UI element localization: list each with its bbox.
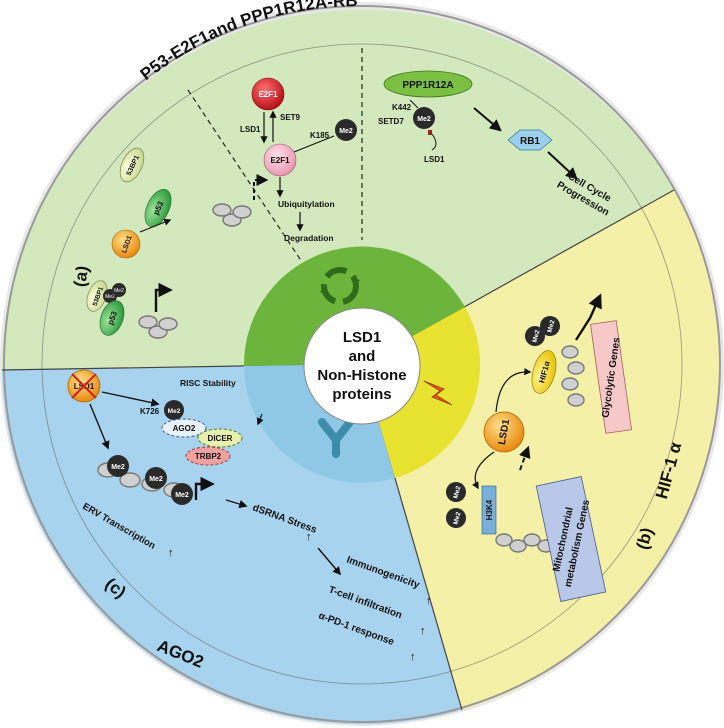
trbp2-label: TRBP2 — [195, 452, 222, 461]
erv-me2-b-label: Me2 — [149, 476, 163, 483]
e2f1-ubiquitylation: Ubiquitylation — [278, 199, 335, 209]
erv-up: ↑ — [168, 547, 174, 559]
e2f1-top-label: E2F1 — [258, 90, 278, 99]
ago2-lsd1-cross-b — [71, 373, 97, 399]
inner-ring — [41, 43, 683, 685]
outer-ring — [3, 5, 721, 723]
hif-me2-c-label: Me2 — [452, 485, 462, 499]
risc-label: RISC Stability — [180, 378, 236, 388]
erv-me2-b — [145, 467, 167, 489]
hif-me2-d — [446, 508, 466, 528]
h3k4-label: H3K4 — [485, 499, 494, 520]
e2f1-set9-label: SET9 — [280, 113, 301, 122]
e2f1-lsd1-label: LSD1 — [240, 125, 261, 134]
mito-box — [535, 476, 607, 602]
e2f1-me2-ball — [335, 119, 357, 141]
panel-b-label: (b) — [633, 526, 657, 552]
hif-lsd1-label: LSD1 — [497, 418, 512, 446]
e2f1-me2-label: Me2 — [339, 128, 353, 135]
p53-me2-a-label: Me2 — [105, 294, 115, 300]
center-text-3: Non-Histone — [317, 367, 406, 384]
rb-me2-ball — [413, 107, 435, 129]
pd1-up: ↑ — [410, 651, 416, 663]
dicer-label: DICER — [208, 434, 233, 443]
ago2-pill — [161, 418, 207, 438]
center-text-4: proteins — [332, 386, 391, 403]
hif-section: Me2 Me2 HIF1α Glycolytic Genes LSD1 Me2 … — [446, 293, 632, 602]
recycle-icon — [320, 267, 360, 305]
e2f1-top-ball — [251, 77, 285, 111]
trbp2-pill — [185, 446, 231, 466]
hif-me2-a-label: Me2 — [531, 329, 541, 343]
p53-me2-b — [112, 283, 126, 297]
e2f1-bottom-ball — [263, 143, 297, 177]
hif-me2-b — [540, 316, 560, 336]
hif-me2-c — [446, 482, 466, 502]
rb-me2-label: Me2 — [417, 116, 431, 123]
rb-setd7-label: SETD7 — [378, 117, 404, 126]
k726-label: K726 — [140, 407, 160, 416]
hif-me2-d-label: Me2 — [452, 511, 462, 525]
center-text-1: LSD1 — [343, 329, 381, 346]
hif-me2-a — [525, 326, 545, 346]
immuno-up: ↑ — [426, 595, 432, 607]
ago2-me2-ball — [164, 400, 184, 420]
e2f1-bottom-label: E2F1 — [270, 156, 290, 165]
rb-lsd1-label: LSD1 — [424, 155, 445, 164]
rb-k442-label: K442 — [392, 103, 412, 112]
rb1-label: RB1 — [520, 136, 540, 147]
lightning-icon — [423, 380, 453, 406]
glycolytic-box — [590, 320, 632, 434]
e2f1-section: E2F1 LSD1 SET9 E2F1 K185 Me2 Ubiquitylat… — [240, 77, 357, 243]
erv-me2-a — [107, 455, 129, 477]
p53-me2-b-label: Me2 — [114, 288, 124, 294]
e2f1-degradation: Degradation — [284, 233, 334, 243]
e2f1-k185-label: K185 — [310, 131, 330, 140]
antibody-icon — [318, 418, 354, 458]
dsrna-up: ↑ — [306, 531, 312, 543]
h3k4-box — [481, 485, 497, 535]
panel-a-sep-1 — [187, 89, 303, 263]
center-text-2: and — [349, 348, 376, 365]
ago2-me2-label: Me2 — [168, 408, 181, 415]
center-circle — [303, 307, 421, 425]
hif-me2-b-label: Me2 — [546, 319, 556, 333]
panel-a-sector — [1, 9, 675, 370]
rb1-hexagon — [507, 129, 553, 151]
panel-a-label: (a) — [70, 264, 92, 288]
tcell-up: ↑ — [420, 625, 426, 637]
hif1a-pill — [531, 350, 557, 394]
p53-section: 53BP1 p53 LSD1 53BP1 Me2 Me2 p53 — [86, 147, 269, 339]
erv-me2-c-label: Me2 — [175, 492, 189, 499]
dicer-pill — [197, 428, 243, 448]
ppp1r12a-pill — [383, 70, 473, 98]
ppp1r12a-label: PPP1R12A — [402, 80, 453, 91]
erv-me2-c — [171, 483, 193, 505]
rb-mark — [428, 130, 432, 135]
hif-lsd1-ball — [483, 411, 525, 453]
ago2-label: AGO2 — [173, 424, 196, 433]
erv-me2-a-label: Me2 — [111, 464, 125, 471]
